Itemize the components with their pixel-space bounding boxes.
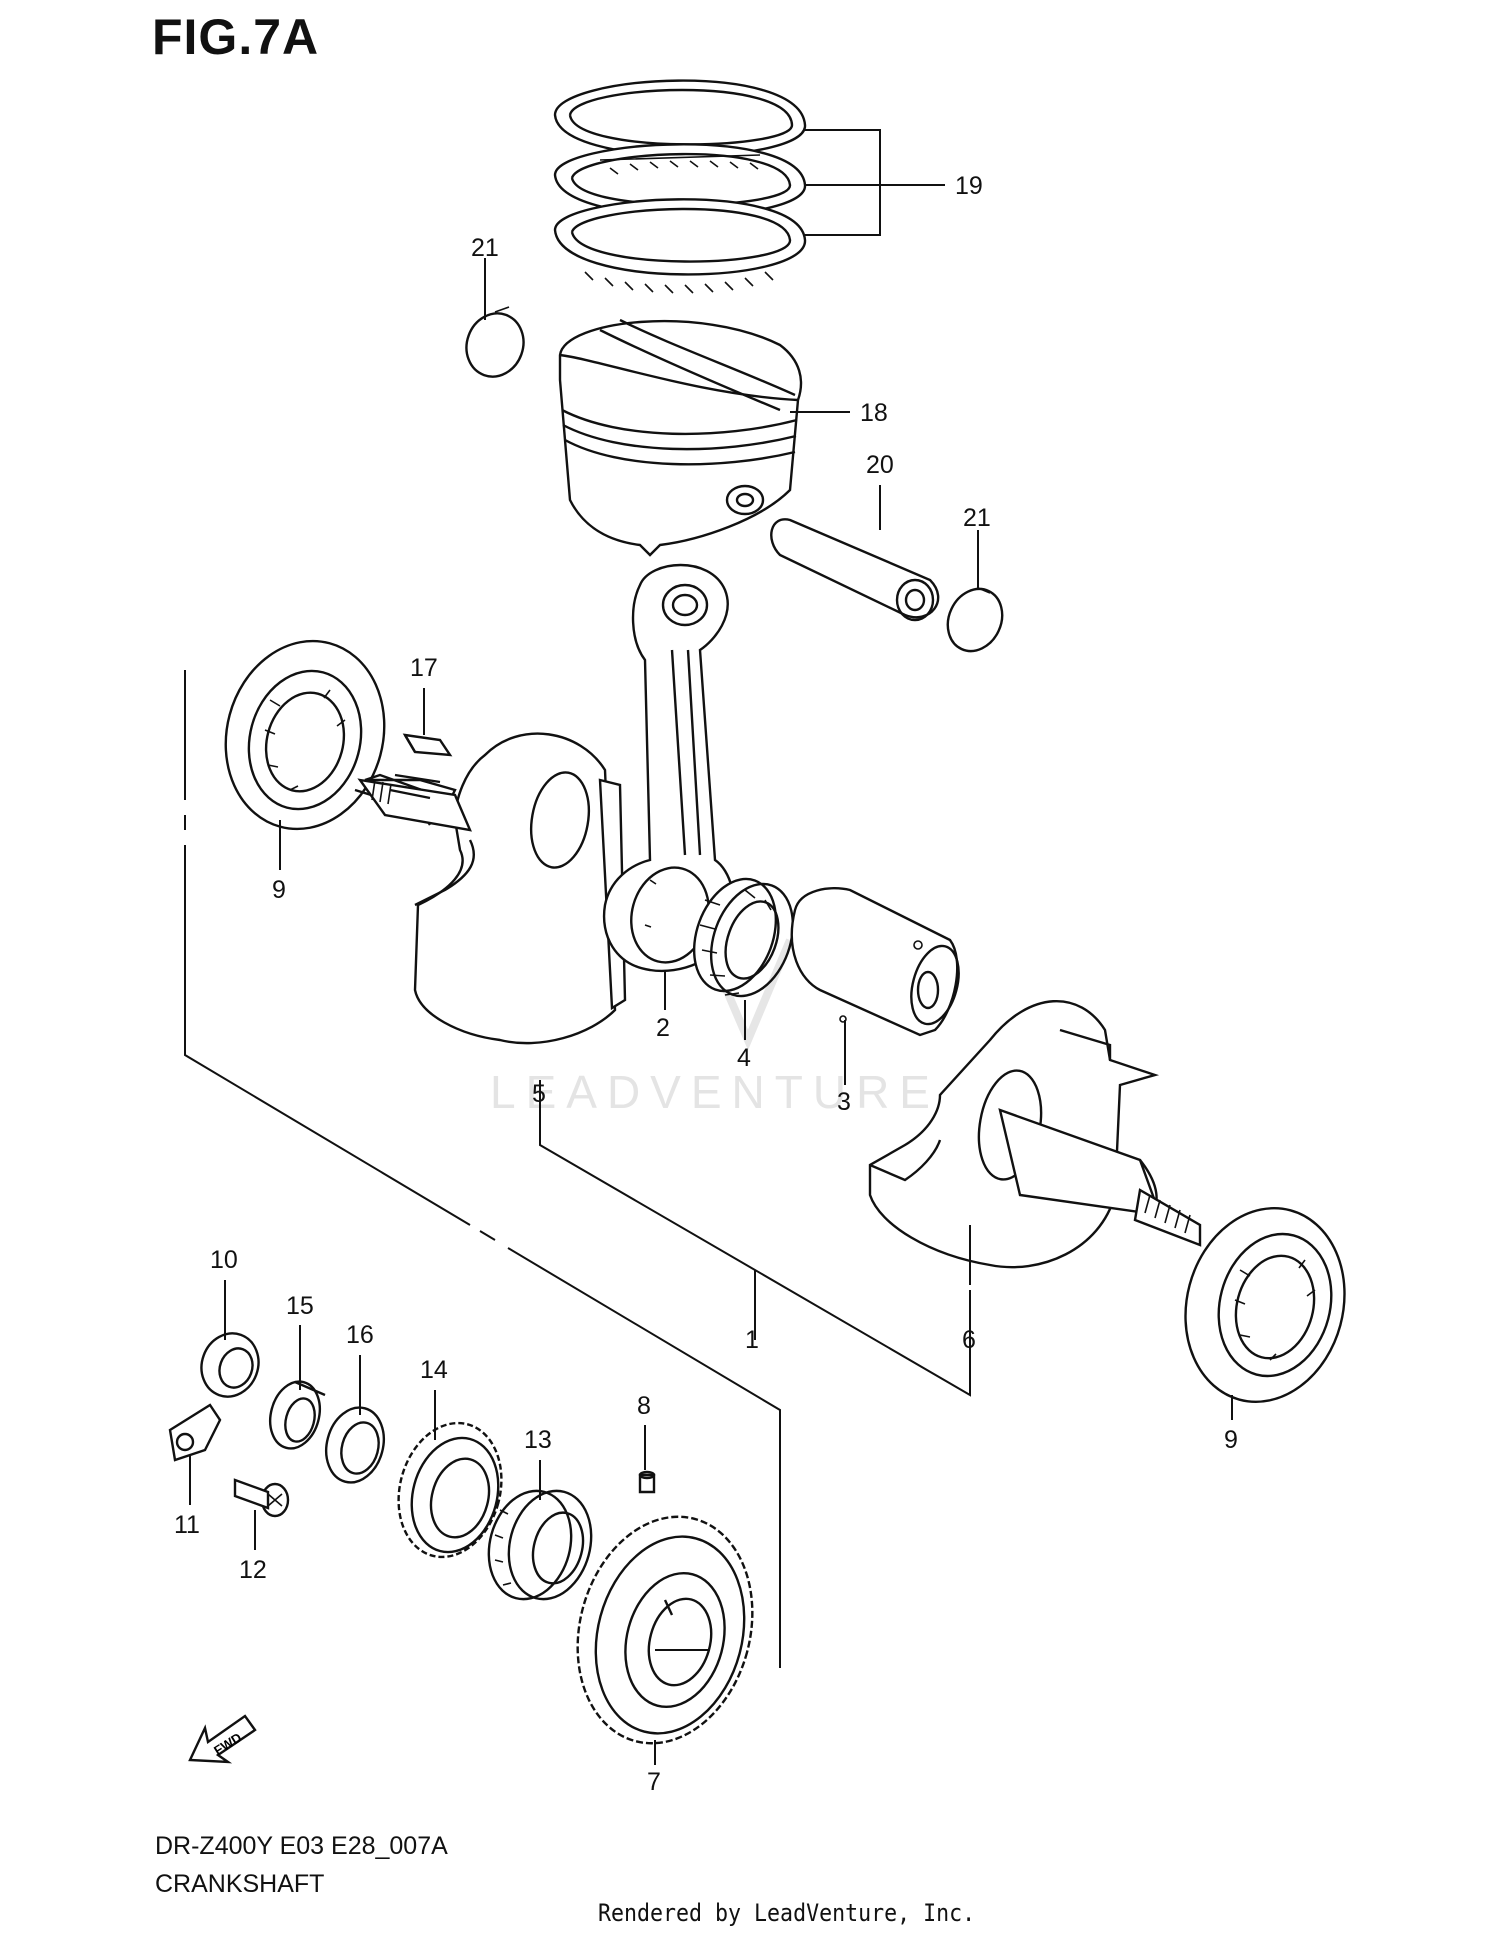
- washer: [325, 1406, 385, 1484]
- figure-title: FIG.7A: [152, 9, 320, 65]
- callout-10: 10: [210, 1246, 238, 1274]
- leader-lines: [189, 129, 1233, 1765]
- callout-9-left: 9: [272, 876, 286, 904]
- callout-13: 13: [524, 1426, 552, 1454]
- crank-pin: [790, 887, 960, 1037]
- callout-5: 5: [532, 1080, 546, 1108]
- callout-1: 1: [745, 1326, 759, 1354]
- callout-12: 12: [239, 1556, 267, 1584]
- crankshaft-left-shaft: [357, 773, 472, 832]
- circlip-upper: [465, 306, 525, 378]
- oil-seal: [200, 1332, 260, 1398]
- piston-ring-set: [553, 79, 807, 294]
- callout-7: 7: [647, 1768, 661, 1796]
- fwd-arrow-icon: FWD: [188, 1714, 257, 1764]
- callout-19: 19: [955, 172, 983, 200]
- assembly-bracket-5-6: [539, 1080, 971, 1397]
- bearing-left: [224, 639, 386, 831]
- callout-2: 2: [656, 1014, 670, 1042]
- gear-small: [397, 1421, 503, 1559]
- screw: [233, 1478, 290, 1518]
- callout-3: 3: [837, 1088, 851, 1116]
- callout-21-right: 21: [963, 504, 991, 532]
- crank-web-right: [868, 999, 1202, 1269]
- woodruff-key: [402, 733, 453, 757]
- callout-8: 8: [637, 1392, 651, 1420]
- callout-16: 16: [346, 1321, 374, 1349]
- model-code: DR-Z400Y E03 E28_007A: [155, 1832, 448, 1860]
- callout-20: 20: [866, 451, 894, 479]
- needle-bearing: [692, 877, 795, 998]
- circlip-right: [946, 587, 1004, 653]
- callouts: 1 2 3 4 5 6 7 8 9 9 10 11 12 13 14 15 16…: [174, 172, 1238, 1796]
- retainer-plate: [168, 1403, 222, 1462]
- callout-9-right: 9: [1224, 1426, 1238, 1454]
- callout-21-upper: 21: [471, 234, 499, 262]
- bearing-right: [1184, 1207, 1346, 1403]
- spacer: [269, 1380, 326, 1450]
- callout-11: 11: [174, 1511, 200, 1539]
- piston-pin: [770, 518, 940, 622]
- dowel-pin: [638, 1470, 656, 1494]
- watermark-text: LEADVENTURE: [490, 1066, 940, 1118]
- assembly-bracket-1: [184, 670, 781, 1668]
- callout-14: 14: [420, 1356, 448, 1384]
- one-way-clutch: [487, 1489, 593, 1601]
- gear-large: [576, 1515, 754, 1745]
- assembly-name: CRANKSHAFT: [155, 1870, 325, 1898]
- callout-18: 18: [860, 399, 888, 427]
- crank-web-left: [354, 732, 627, 1045]
- piston: [558, 318, 803, 557]
- rendered-by-credit: Rendered by LeadVenture, Inc.: [598, 1899, 976, 1927]
- callout-17: 17: [410, 654, 438, 682]
- callout-4: 4: [737, 1044, 751, 1072]
- callout-6: 6: [962, 1326, 976, 1354]
- callout-15: 15: [286, 1292, 314, 1320]
